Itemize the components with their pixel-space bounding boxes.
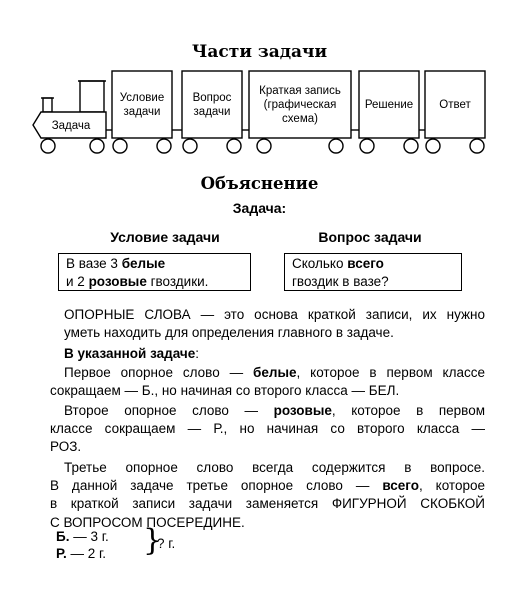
paragraph-first-word: Первое опорное слово — белые, которое в … bbox=[50, 365, 485, 399]
paragraph-second-word: Второе опорное слово — розовые, которое … bbox=[50, 403, 485, 455]
train-car-5 bbox=[424, 70, 486, 139]
car-label-solution: Решение bbox=[364, 98, 414, 111]
task-heading: Задача: bbox=[232, 200, 287, 216]
condition-box: В вазе 3 белые и 2 розовые гвоздики. bbox=[58, 253, 251, 291]
wheel-icon bbox=[40, 138, 485, 154]
short-record-question: ? г. bbox=[157, 536, 176, 551]
car-label-condition: Условие задачи bbox=[119, 91, 165, 118]
train-car-2 bbox=[181, 70, 243, 139]
section-title: Объяснение bbox=[200, 174, 319, 193]
paragraph-support-words: ОПОРНЫЕ СЛОВА — это основа краткой запис… bbox=[64, 307, 485, 341]
page-title: Части задачи bbox=[191, 42, 328, 62]
condition-heading: Условие задачи bbox=[110, 229, 220, 245]
train-diagram bbox=[32, 70, 486, 154]
car-label-answer: Ответ bbox=[439, 98, 471, 111]
car-label-question: Вопрос задачи bbox=[192, 91, 232, 118]
train-car-1 bbox=[111, 70, 173, 139]
car-label-short-record: Краткая запись (графическая схема) bbox=[259, 84, 341, 125]
paragraph-in-task: В указанной задаче: bbox=[64, 346, 199, 361]
short-record: Б. — 3 г. Р. — 2 г. bbox=[56, 529, 109, 561]
train-car-4 bbox=[358, 70, 420, 139]
question-heading: Вопрос задачи bbox=[318, 229, 422, 245]
locomotive-icon bbox=[32, 80, 107, 139]
curly-brace-icon: } bbox=[143, 523, 163, 558]
question-box: Сколько всего гвоздик в вазе? bbox=[284, 253, 462, 291]
paragraph-third-word: Третье опорное слово всегда содержится в… bbox=[50, 460, 486, 530]
locomotive-label: Задача bbox=[51, 120, 91, 132]
train-car-3 bbox=[248, 70, 352, 139]
